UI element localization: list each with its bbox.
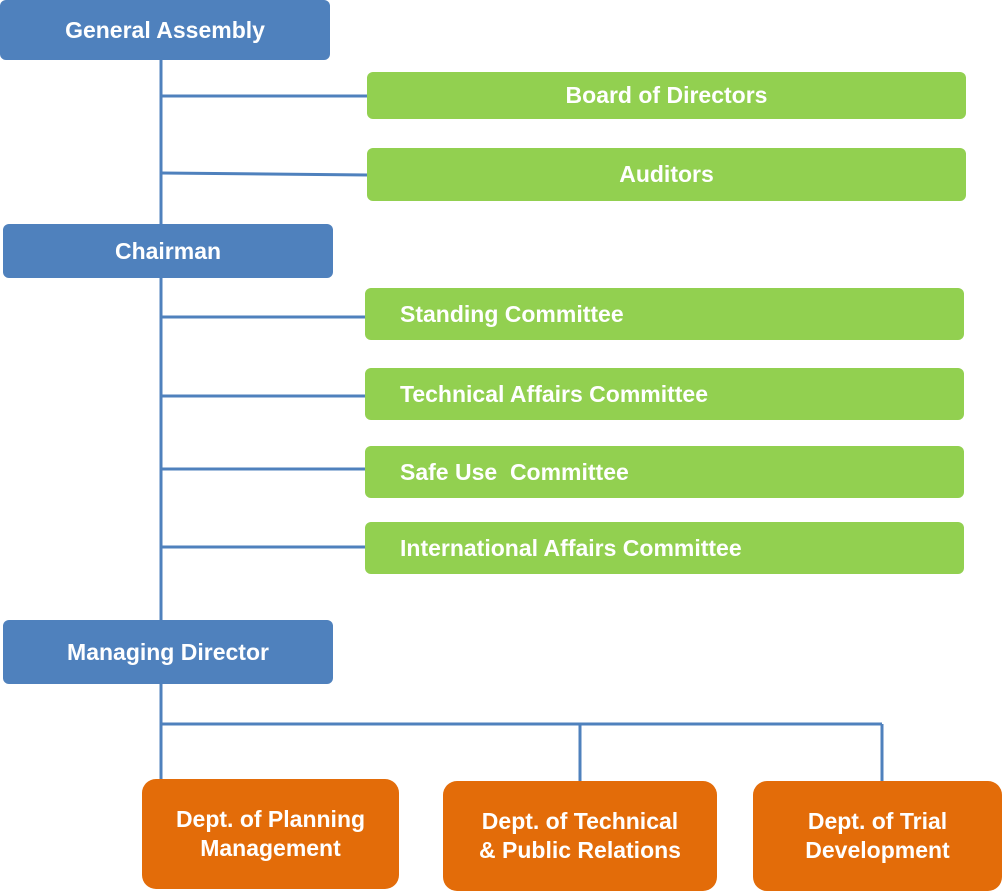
dept-technical-public-relations-box: Dept. of Technical & Public Relations	[443, 781, 717, 891]
connector-auditors	[160, 171, 369, 177]
board-of-directors-label: Board of Directors	[565, 82, 768, 109]
dept-planning-line-1: Dept. of Planning	[175, 806, 366, 833]
dept-planning-line-2: Management	[200, 835, 341, 861]
board-of-directors-box: Board of Directors	[367, 72, 966, 119]
dept-trial-development-box: Dept. of Trial Development	[753, 781, 1002, 891]
general-assembly-box: General Assembly	[0, 0, 330, 60]
auditors-label: Auditors	[619, 161, 714, 188]
standing-committee-box: Standing Committee	[365, 288, 964, 340]
dept-technical-line-1: Dept. of Technical	[481, 808, 679, 835]
chairman-box: Chairman	[3, 224, 333, 278]
safe-use-committee-box: Safe Use Committee	[365, 446, 964, 498]
managing-director-box: Managing Director	[3, 620, 333, 684]
technical-affairs-committee-box: Technical Affairs Committee	[365, 368, 964, 420]
chairman-label: Chairman	[114, 237, 222, 264]
international-affairs-committee-label: International Affairs Committee	[400, 534, 742, 561]
dept-technical-line-2: & Public Relations	[479, 837, 681, 863]
international-affairs-committee-box: International Affairs Committee	[365, 522, 964, 574]
general-assembly-label: General Assembly	[65, 16, 265, 43]
auditors-box: Auditors	[367, 148, 966, 201]
managing-director-label: Managing Director	[67, 638, 269, 665]
technical-affairs-committee-label: Technical Affairs Committee	[400, 380, 709, 407]
dept-trial-line-1: Dept. of Trial	[807, 808, 948, 835]
dept-planning-management-box: Dept. of Planning Management	[142, 779, 399, 889]
dept-trial-line-2: Development	[805, 837, 950, 863]
safe-use-committee-label: Safe Use Committee	[400, 458, 629, 485]
standing-committee-label: Standing Committee	[400, 300, 624, 327]
